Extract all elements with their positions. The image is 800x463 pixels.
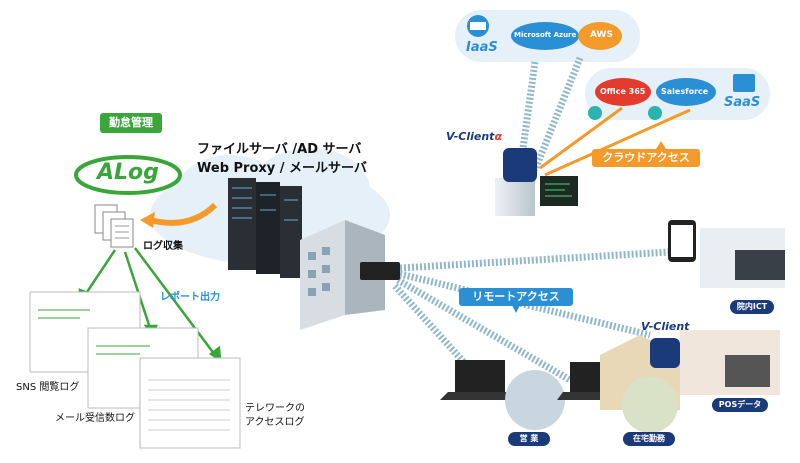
office365-label: Office 365 (600, 87, 646, 96)
report-documents (29, 291, 241, 449)
alpha-symbol: α (494, 130, 503, 143)
pos-shop (680, 330, 780, 395)
saas-label: SaaS (724, 95, 761, 110)
telework-label-line1: テレワークの (245, 403, 305, 414)
iaas-label: IaaS (466, 40, 498, 55)
alog-swoosh (74, 155, 182, 195)
iaas-connection-tubes (516, 56, 584, 172)
server-racks (228, 178, 302, 278)
alog-logo: ALog (97, 160, 159, 185)
saas-device-icon (733, 74, 755, 92)
vclient-app-icon (650, 338, 680, 368)
alpha-office-building (495, 176, 578, 216)
pos-label: POSデータ (712, 398, 768, 412)
server-label-line1: ファイルサーバ /AD サーバ (197, 142, 362, 157)
iaas-server-icon (467, 15, 489, 37)
office-building (300, 220, 385, 330)
log-collect-arrow (149, 202, 218, 226)
azure-cloud-icon (511, 22, 579, 50)
zaitaku-label: 在宅勤務 (623, 432, 675, 446)
aws-label: AWS (590, 30, 613, 40)
vclient-alpha-text: V-Client (446, 130, 495, 143)
router-device (360, 262, 400, 280)
log-document-icons (94, 204, 134, 248)
log-collect-label: ログ収集 (143, 241, 183, 252)
cloud-access-pointer (656, 141, 666, 149)
report-label: レポート出力 (160, 292, 220, 303)
vclient-alpha-label: V-Clientα (446, 130, 502, 143)
innai-ict-label: 院内ICT (730, 300, 774, 314)
saas-orange-lines (539, 106, 691, 177)
remote-access-pointer (512, 305, 520, 313)
sns-log-label: SNS 閲覧ログ (16, 382, 80, 393)
check-shield-icons (588, 106, 662, 120)
vclient-alpha-app-icon (503, 148, 537, 182)
mail-log-label: メール受信数ログ (55, 413, 135, 424)
azure-label: Microsoft Azure (514, 31, 577, 39)
server-label-line2: Web Proxy / メールサーバ (197, 161, 367, 176)
log-collect-arrowhead (140, 212, 155, 228)
hospital-tablet (668, 220, 785, 288)
telework-label-line2: アクセスログ (245, 417, 305, 428)
vclient-label: V-Client (641, 320, 690, 333)
cloud-access-label: クラウドアクセス (592, 149, 700, 167)
salesforce-label: Salesforce (661, 87, 709, 96)
kintai-label: 勤怠管理 (100, 113, 162, 133)
salesforce-cloud-icon (656, 78, 716, 106)
remote-access-label: リモートアクセス (459, 288, 573, 306)
aws-cloud-icon (578, 22, 622, 50)
sales-scene (440, 360, 565, 430)
office365-cloud-icon (595, 78, 651, 106)
eigyo-label: 営 業 (508, 432, 550, 446)
